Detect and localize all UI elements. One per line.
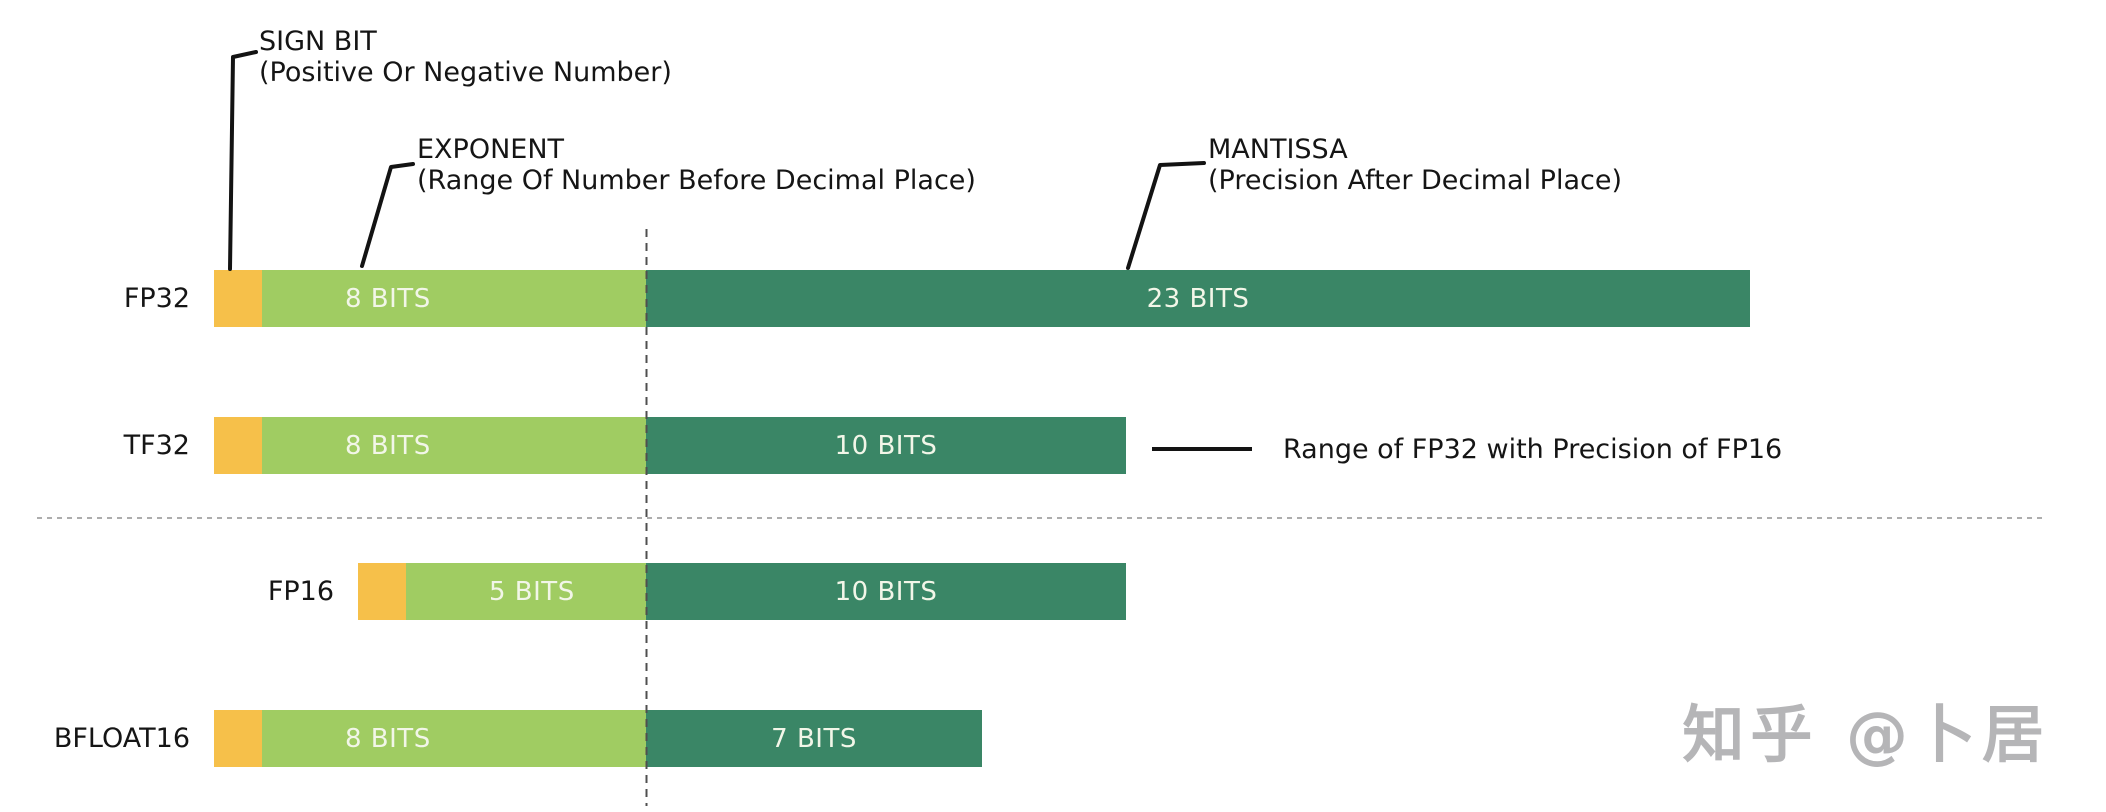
format-label-tf32: TF32 — [123, 430, 190, 461]
sign-bit-segment — [214, 270, 262, 327]
exponent-bits-label: 8 BITS — [345, 723, 431, 754]
exponent-segment: 8 BITS — [262, 270, 646, 327]
tf32-note-text: Range of FP32 with Precision of FP16 — [1283, 434, 1783, 465]
sign-bit-subtitle: (Positive Or Negative Number) — [259, 57, 672, 88]
exponent-segment: 8 BITS — [262, 710, 646, 767]
sign-bit-title: SIGN BIT — [259, 26, 377, 57]
sign-bit-leader-line — [228, 50, 258, 271]
sign-bit-segment — [214, 710, 262, 767]
watermark: 知乎 @卜居 — [1682, 698, 2050, 771]
exponent-subtitle: (Range Of Number Before Decimal Place) — [417, 165, 976, 196]
sign-bit-segment — [214, 417, 262, 474]
annotation-exponent: EXPONENT (Range Of Number Before Decimal… — [417, 134, 976, 196]
mantissa-leader-line — [1126, 161, 1206, 270]
mantissa-segment: 10 BITS — [646, 417, 1126, 474]
exponent-leader-line — [360, 162, 415, 268]
exponent-segment: 5 BITS — [406, 563, 646, 620]
mantissa-bits-label: 10 BITS — [834, 576, 938, 607]
mantissa-bits-label: 10 BITS — [834, 430, 938, 461]
annotation-sign-bit: SIGN BIT (Positive Or Negative Number) — [259, 26, 672, 88]
mantissa-title: MANTISSA — [1208, 134, 1348, 165]
mantissa-subtitle: (Precision After Decimal Place) — [1208, 165, 1623, 196]
exponent-segment: 8 BITS — [262, 417, 646, 474]
exponent-title: EXPONENT — [417, 134, 565, 165]
mantissa-segment: 7 BITS — [646, 710, 982, 767]
exponent-bits-label: 8 BITS — [345, 283, 431, 314]
annotation-mantissa: MANTISSA (Precision After Decimal Place) — [1208, 134, 1622, 196]
mantissa-segment: 23 BITS — [646, 270, 1750, 327]
sign-bit-segment — [358, 563, 406, 620]
mantissa-bits-label: 7 BITS — [771, 723, 857, 754]
format-label-fp32: FP32 — [123, 283, 190, 314]
exponent-bits-label: 5 BITS — [489, 576, 575, 607]
mantissa-bits-label: 23 BITS — [1146, 283, 1250, 314]
format-label-bfloat16: BFLOAT16 — [53, 723, 190, 754]
mantissa-segment: 10 BITS — [646, 563, 1126, 620]
format-label-fp16: FP16 — [267, 576, 334, 607]
exponent-bits-label: 8 BITS — [345, 430, 431, 461]
